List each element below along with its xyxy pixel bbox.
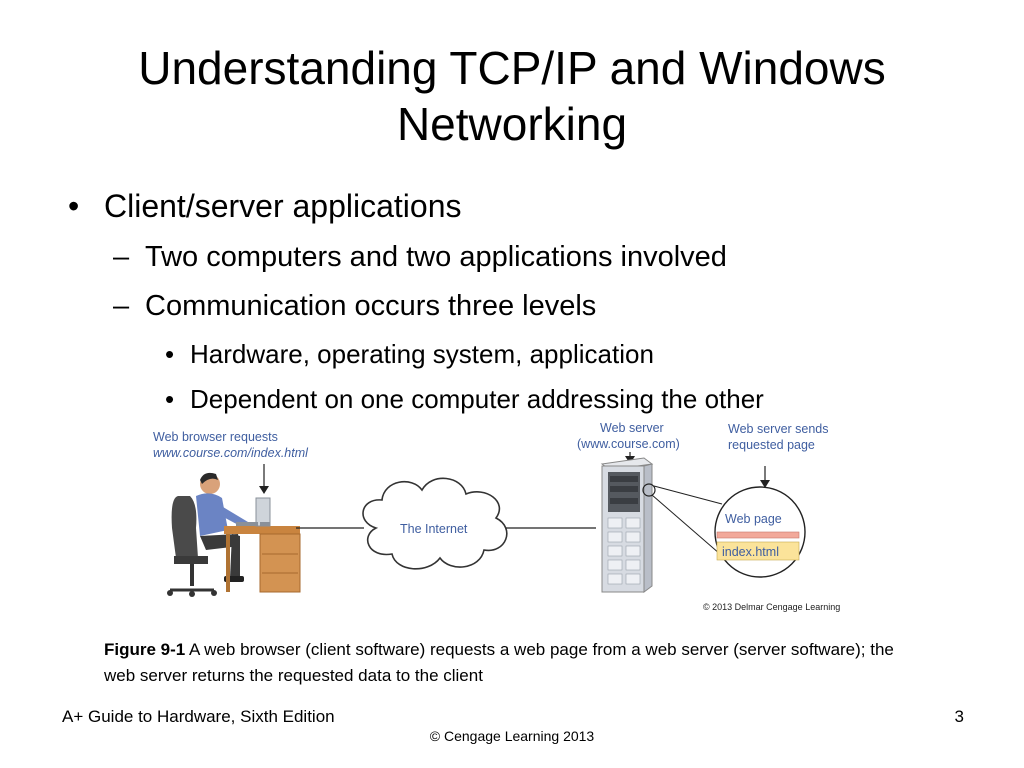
zoom-connector: [653, 485, 723, 505]
bullet-text: Communication occurs three levels: [145, 290, 597, 322]
web-page-label: Web page: [725, 512, 782, 526]
subsubbullet-addressing: • Dependent on one computer addressing th…: [165, 384, 764, 415]
footer-copyright: © Cengage Learning 2013: [429, 728, 595, 744]
page-file-label: index.html: [722, 545, 779, 559]
bullet-text: Two computers and two applications invol…: [145, 241, 727, 273]
page-header-bar: [716, 531, 800, 539]
web-server-icon: [600, 457, 654, 593]
requested-page-label: requested page: [728, 438, 815, 452]
user-at-computer-icon: [167, 472, 301, 597]
page-file-box: [716, 541, 800, 561]
bullet-text: Dependent on one computer addressing the…: [190, 384, 764, 414]
caption-text: A web browser (client software) requests…: [104, 640, 894, 685]
bullet-marker: •: [165, 384, 175, 414]
client-server-figure: Web browser requests www.course.com/inde…: [153, 421, 840, 612]
bullet-text: Hardware, operating system, application: [190, 339, 654, 369]
server-label: Web server: [600, 421, 664, 435]
bullet-marker: •: [165, 339, 175, 369]
internet-label: The Internet: [400, 522, 468, 536]
arrow-icon: [760, 466, 770, 488]
caption-figure-number: Figure 9-1: [104, 640, 186, 659]
internet-cloud-icon: [362, 477, 508, 570]
zoom-indicator-icon: [642, 483, 656, 497]
server-domain-label: (www.course.com): [577, 437, 680, 451]
figure-caption: Figure 9-1 A web browser (client softwar…: [104, 637, 924, 689]
figure-copyright: © 2013 Delmar Cengage Learning: [703, 602, 840, 612]
bullet-marker: –: [113, 290, 130, 322]
bullet-marker: •: [68, 188, 80, 224]
subbullet-two-computers: –Two computers and two applications invo…: [113, 241, 727, 274]
server-sends-label: Web server sends: [728, 422, 829, 436]
subsubbullet-levels-list: • Hardware, operating system, application: [165, 339, 654, 370]
bullet-text: Client/server applications: [104, 188, 462, 224]
zoom-connector: [651, 494, 721, 555]
footer-page-number: 3: [954, 707, 964, 726]
arrow-icon: [259, 464, 269, 494]
bullet-client-server: • Client/server applications: [68, 188, 462, 225]
bullet-marker: –: [113, 241, 130, 273]
subbullet-communication-levels: –Communication occurs three levels: [113, 290, 596, 323]
footer-book-title: A+ Guide to Hardware, Sixth Edition: [62, 707, 335, 726]
slide-title: Understanding TCP/IP and Windows Network…: [138, 42, 886, 150]
client-url-label: www.course.com/index.html: [153, 446, 309, 460]
client-request-label: Web browser requests: [153, 430, 278, 444]
